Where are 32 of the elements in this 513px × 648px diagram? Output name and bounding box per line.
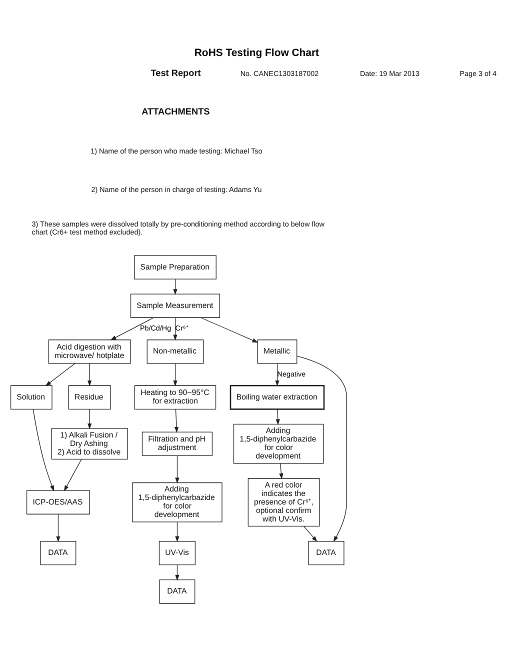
- label: 3) These samples were dissolved totally by pre-conditioning method according to below flow chart (Cr6+ test method excluded).: [32, 219, 324, 236]
- label: 1) Name of the person who made testing: Michael Tso: [90, 146, 262, 155]
- arrow: [175, 454, 180, 484]
- label: Test Report: [150, 68, 201, 78]
- label: Page 3 of 4: [460, 68, 496, 78]
- arrow: [276, 408, 280, 425]
- arrow: [175, 564, 180, 580]
- edge-label: Negative: [277, 368, 306, 378]
- label: No. CANEC1303187002: [240, 68, 319, 78]
- arrow: [275, 362, 280, 386]
- edge-label: Pb/Cd/Hg: [140, 323, 172, 332]
- arrow: [174, 408, 179, 432]
- arrow: [45, 362, 76, 386]
- arrow: [88, 408, 92, 429]
- arrow: [303, 525, 318, 542]
- edge-label: Cr⁶⁺: [175, 323, 188, 332]
- arrow: [110, 316, 154, 340]
- diagram-title: RoHS Testing Flow Chart: [194, 47, 320, 58]
- arrow: [296, 355, 347, 542]
- label: 2) Name of the person in charge of testing: Adams Yu: [91, 184, 262, 194]
- arrow: [32, 408, 54, 491]
- arrow: [64, 458, 82, 491]
- arrow: [88, 362, 92, 386]
- arrow: [175, 521, 180, 542]
- arrow: [279, 462, 284, 479]
- arrow: [173, 316, 178, 340]
- arrow: [56, 513, 60, 542]
- arrow: [173, 362, 178, 386]
- arrow: [200, 316, 258, 342]
- label: Date: 19 Mar 2013: [360, 68, 420, 78]
- label: ATTACHMENTS: [142, 106, 210, 116]
- arrow: [173, 278, 178, 295]
